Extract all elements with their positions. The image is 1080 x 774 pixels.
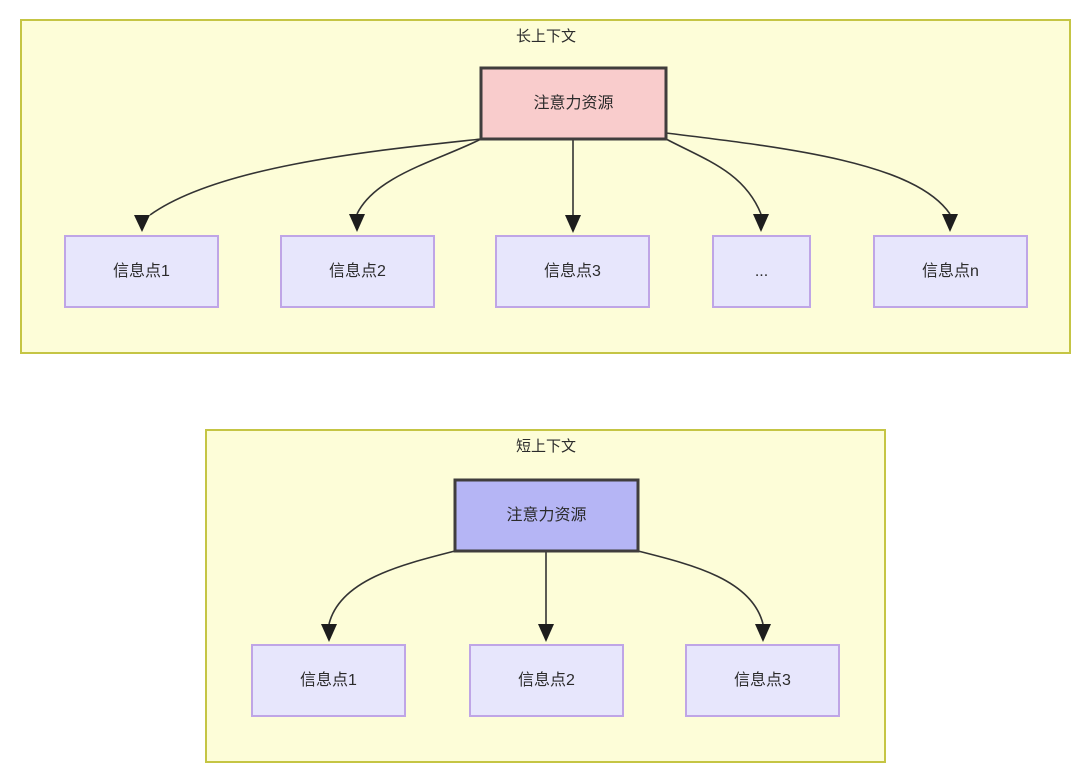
- arrow-head-info3: [565, 215, 581, 233]
- node-label-info-point-2-short: 信息点2: [518, 671, 575, 689]
- node-rect-attention-resource-long[interactable]: [479, 66, 668, 141]
- node-ellipsis-long[interactable]: ...: [712, 235, 811, 308]
- edge-root-to-infon: [665, 132, 951, 215]
- node-info-point-n-long[interactable]: 信息点n: [873, 235, 1028, 308]
- node-info-point-2-long[interactable]: 信息点2: [280, 235, 435, 308]
- arrow-head-short-info3: [755, 624, 771, 642]
- node-info-point-3-short[interactable]: 信息点3: [685, 644, 840, 717]
- node-attention-resource-long[interactable]: 注意力资源: [479, 66, 668, 141]
- node-label-info-point-n-long: 信息点n: [922, 262, 979, 280]
- edges-short-context: [321, 550, 771, 642]
- arrow-head-short-info1: [321, 624, 337, 642]
- node-rect-ellipsis-long[interactable]: [712, 235, 811, 308]
- node-rect-info-point-2-short[interactable]: [469, 644, 624, 717]
- group-long-context: 长上下文 注意力资源 信息: [20, 19, 1071, 354]
- node-label-ellipsis-long: ...: [755, 263, 768, 280]
- arrow-head-info2: [349, 214, 365, 232]
- node-rect-info-point-3-short[interactable]: [685, 644, 840, 717]
- node-label-info-point-1-long: 信息点1: [113, 262, 170, 280]
- node-label-info-point-2-long: 信息点2: [329, 262, 386, 280]
- node-rect-info-point-n-long[interactable]: [873, 235, 1028, 308]
- node-label-info-point-1-short: 信息点1: [300, 671, 357, 689]
- group-title-long-context: 长上下文: [516, 28, 576, 45]
- group-short-context: 短上下文 注意力资源 信息点1 信息点: [205, 429, 886, 763]
- node-attention-resource-short[interactable]: 注意力资源: [453, 478, 640, 553]
- node-info-point-1-short[interactable]: 信息点1: [251, 644, 406, 717]
- node-rect-info-point-1-short[interactable]: [251, 644, 406, 717]
- node-info-point-1-long[interactable]: 信息点1: [64, 235, 219, 308]
- edge-short-root-to-info1: [328, 550, 456, 625]
- edge-root-to-info2: [356, 138, 482, 215]
- edge-root-to-info1: [149, 138, 482, 216]
- node-label-attention-resource-short: 注意力资源: [506, 505, 586, 524]
- arrow-head-ellipsis: [753, 214, 769, 232]
- node-info-point-3-long[interactable]: 信息点3: [495, 235, 650, 308]
- node-rect-info-point-1-long[interactable]: [64, 235, 219, 308]
- arrow-head-infon: [942, 214, 958, 232]
- group-title-short-context: 短上下文: [516, 438, 576, 455]
- edge-short-root-to-info3: [637, 550, 764, 625]
- arrow-head-short-info2: [538, 624, 554, 642]
- node-rect-info-point-2-long[interactable]: [280, 235, 435, 308]
- node-rect-attention-resource-short[interactable]: [453, 478, 640, 553]
- node-rect-info-point-3-long[interactable]: [495, 235, 650, 308]
- node-label-info-point-3-long: 信息点3: [544, 262, 601, 280]
- node-label-attention-resource-long: 注意力资源: [533, 93, 613, 112]
- node-info-point-2-short[interactable]: 信息点2: [469, 644, 624, 717]
- arrow-head-info1: [134, 215, 150, 232]
- edge-root-to-ellipsis: [665, 138, 762, 215]
- node-label-info-point-3-short: 信息点3: [734, 671, 791, 689]
- edges-long-context: [134, 132, 958, 233]
